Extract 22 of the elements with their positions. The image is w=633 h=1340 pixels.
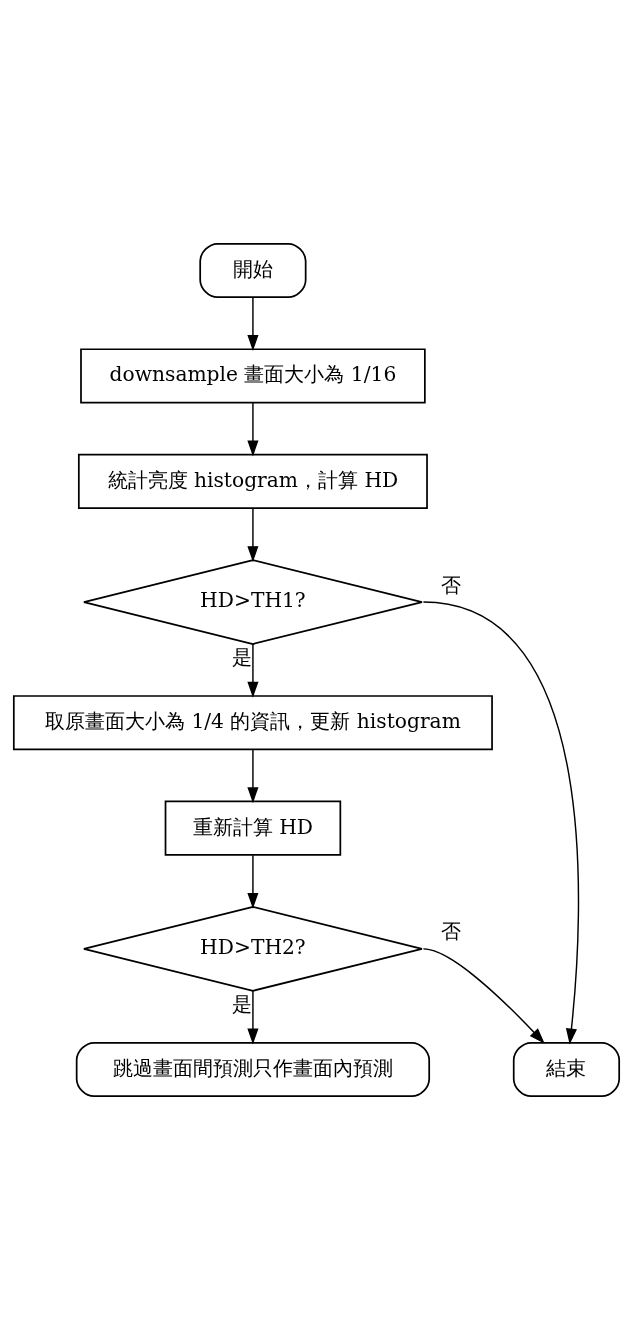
arrow: [422, 948, 545, 1044]
arrow: [247, 990, 259, 1045]
edge-label: 是: [232, 645, 253, 670]
arrow: [422, 601, 580, 1045]
arrow: [247, 854, 259, 909]
node-box: 開始: [199, 242, 307, 299]
edge-label: 否: [440, 918, 461, 943]
arrow: [247, 507, 259, 563]
edge-label: 是: [232, 992, 253, 1017]
arrow: [247, 296, 259, 351]
arrow: [247, 748, 259, 804]
node-box: 取原畫面大小為 1/4 的資訊，更新 histogram: [12, 695, 493, 751]
arrow: [247, 402, 259, 457]
node-box: 跳過畫面間預測只作畫面內預測: [75, 1041, 431, 1098]
arrow: [247, 643, 259, 698]
edge-label: 否: [441, 572, 462, 597]
node-box: 結束: [512, 1041, 621, 1098]
node-diamond: HD>TH2?: [83, 906, 423, 992]
node-box: 統計亮度 histogram，計算 HD: [77, 453, 428, 510]
node-box: downsample 畫面大小為 1/16: [80, 348, 426, 404]
node-box: 重新計算 HD: [164, 800, 342, 856]
node-diamond: HD>TH1?: [83, 559, 423, 645]
